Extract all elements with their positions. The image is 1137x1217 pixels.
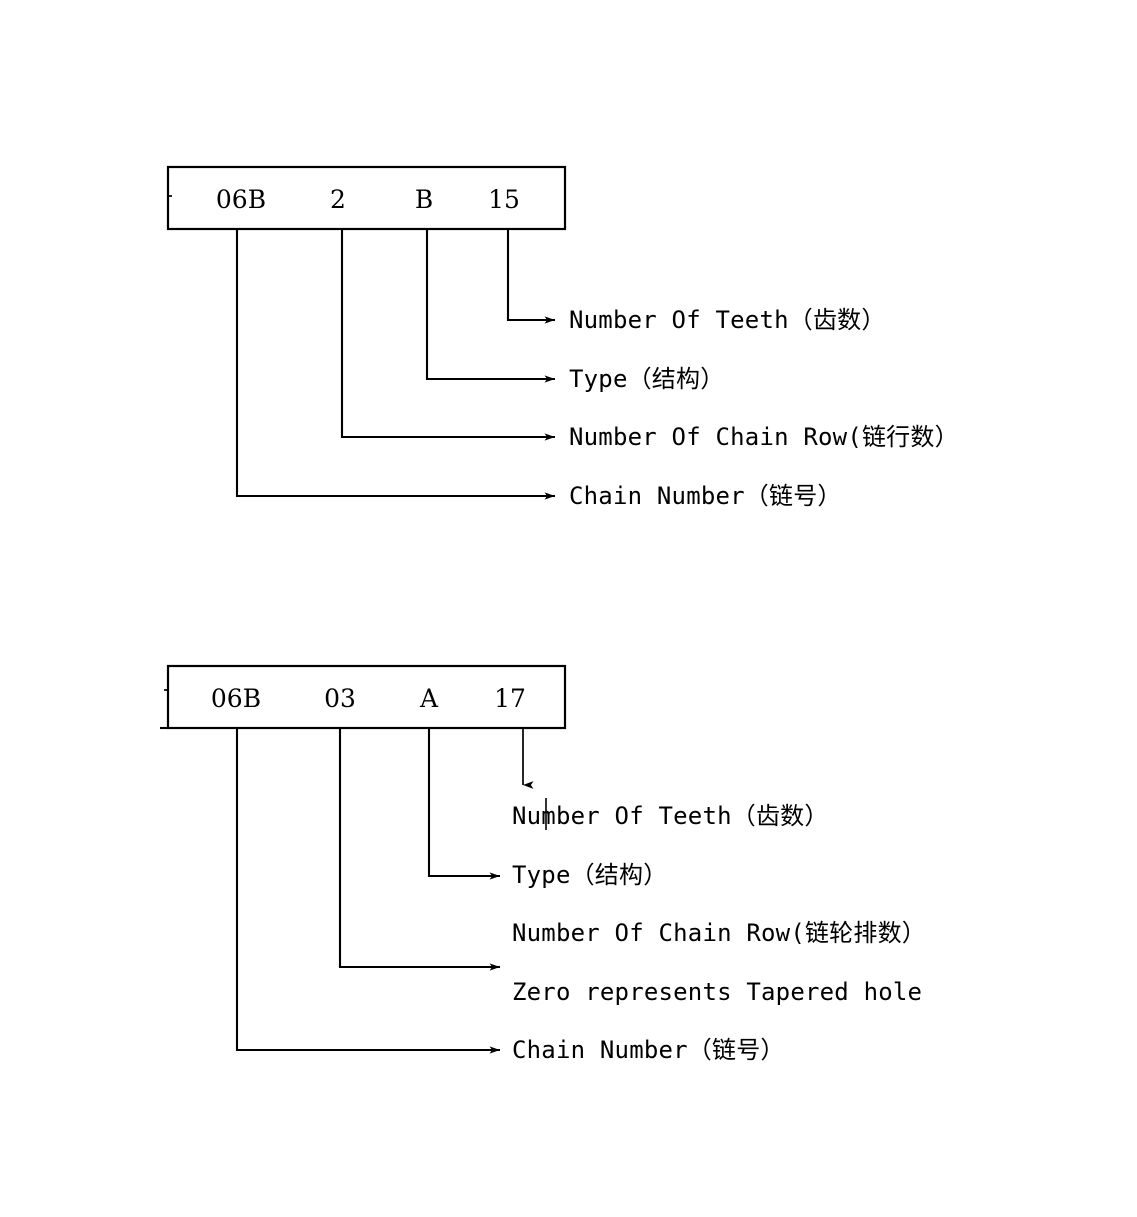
diagram-2-label-zero-tapered-hole: Zero represents Tapered hole	[512, 978, 922, 1006]
diagram-1-leader-type	[425, 230, 555, 383]
diagram-2-label-chain-number: Chain Number（链号）	[512, 1036, 785, 1064]
diagram-1-leader-number-of-teeth	[506, 230, 555, 324]
diagram-1-label-number-of-teeth: Number Of Teeth（齿数）	[569, 306, 886, 334]
diagram-2-leader-zero-tapered-hole	[338, 729, 500, 971]
diagram-2-segment-type: A	[419, 684, 439, 713]
diagram-2-segment-zero-tapered-hole: 03	[324, 684, 356, 713]
diagram-2-group: 06B 03 A 17 Number Of Teeth（齿数） Type（结构）…	[160, 664, 926, 1064]
diagram-1-segment-number-of-chain-row: 2	[330, 185, 346, 214]
diagram-1-segment-number-of-teeth: 15	[488, 185, 520, 214]
diagram-1-leader-number-of-chain-row	[340, 230, 555, 441]
diagram-1-leader-chain-number	[235, 230, 555, 500]
diagram-1-code-box	[166, 165, 567, 231]
diagram-2-segment-chain-number: 06B	[211, 684, 261, 713]
diagram-1-label-type: Type（结构）	[569, 365, 724, 393]
diagram-1-segment-type: B	[415, 185, 433, 214]
diagram-1-label-chain-number: Chain Number（链号）	[569, 482, 842, 510]
diagram-2-leader-type	[427, 729, 500, 880]
diagram-1-label-number-of-chain-row: Number Of Chain Row(链行数）	[569, 423, 959, 451]
diagram-1-segment-chain-number: 06B	[216, 185, 266, 214]
diagram-2-code-box	[166, 664, 567, 730]
diagram-2-segment-number-of-teeth: 17	[494, 684, 526, 713]
diagram-2-label-number-of-chain-row: Number Of Chain Row(链轮排数）	[512, 919, 926, 947]
diagram-2-label-number-of-teeth: Number Of Teeth（齿数）	[512, 802, 829, 830]
diagram-2-leader-chain-number	[235, 729, 500, 1054]
diagram-2-label-type: Type（结构）	[512, 861, 667, 889]
diagram-1-group: 06B 2 B 15 Number Of Teeth（齿数） Type（结构） …	[166, 165, 959, 510]
